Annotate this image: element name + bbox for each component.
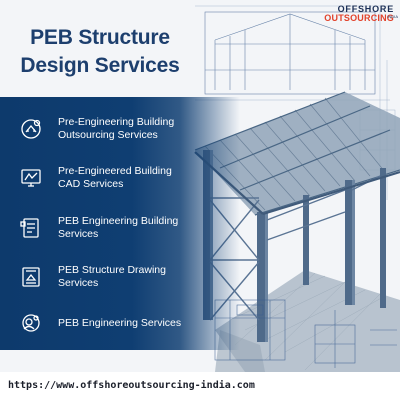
title-line-1: PEB Structure <box>30 26 170 49</box>
service-label: PEB Structure Drawing Services <box>58 264 166 289</box>
steel-structure-illustration <box>175 0 400 372</box>
service-item-pre-engineering-outsourcing[interactable]: Pre-Engineering Building Outsourcing Ser… <box>18 109 218 149</box>
service-label: PEB Engineering Building Services <box>58 215 179 240</box>
cad-monitor-icon <box>18 165 44 191</box>
logo-badge-india: INDIA <box>387 14 398 19</box>
page-title: PEB Structure Design Services <box>10 24 190 80</box>
title-line-2: Design Services <box>20 54 180 77</box>
logo-text-offshore: OFFSHORE <box>337 4 394 14</box>
service-item-cad-services[interactable]: Pre-Engineered Building CAD Services <box>18 158 218 198</box>
engineering-document-icon <box>18 215 44 241</box>
service-item-structure-drawing[interactable]: PEB Structure Drawing Services <box>18 257 218 297</box>
offshore-outsourcing-logo[interactable]: OFFSHORE OUTSOURCING INDIA <box>312 4 398 30</box>
service-item-peb-engineering-building[interactable]: PEB Engineering Building Services <box>18 208 218 248</box>
website-url-link[interactable]: https://www.offshoreoutsourcing-india.co… <box>8 380 255 391</box>
service-label: Pre-Engineering Building Outsourcing Ser… <box>58 116 175 141</box>
footer-bar: https://www.offshoreoutsourcing-india.co… <box>0 372 400 400</box>
structure-settings-icon <box>18 116 44 142</box>
drawing-sheet-icon <box>18 264 44 290</box>
engineer-gear-icon <box>18 310 44 336</box>
services-panel: Pre-Engineering Building Outsourcing Ser… <box>0 97 240 350</box>
service-label: Pre-Engineered Building CAD Services <box>58 165 172 190</box>
service-label: PEB Engineering Services <box>58 316 182 329</box>
service-item-peb-engineering-services[interactable]: PEB Engineering Services <box>18 303 218 343</box>
logo-text-outsourcing: OUTSOURCING <box>324 13 394 23</box>
